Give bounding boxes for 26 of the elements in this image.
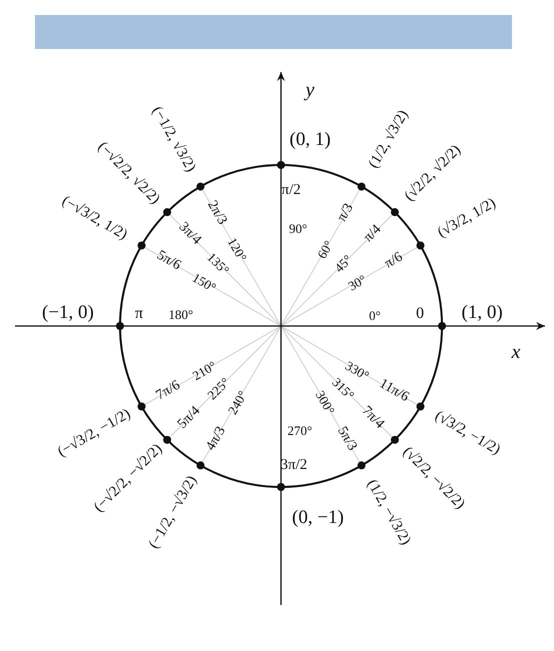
radian-label: π/4: [362, 222, 384, 246]
radian-label: π/6: [382, 250, 405, 272]
radian-label: π/3: [335, 202, 357, 225]
coordinate-label: (0, 1): [290, 130, 331, 148]
radian-label: 7π/4: [359, 404, 387, 432]
axis-label: y: [306, 80, 314, 100]
degree-label: 270°: [288, 424, 312, 436]
coordinate-label: (0, −1): [292, 508, 344, 526]
coordinate-label: (√3/2, −1/2): [432, 408, 502, 458]
degree-label: 0°: [369, 308, 381, 322]
radian-label: 0: [416, 306, 424, 322]
radian-label: 7π/6: [154, 378, 183, 404]
radian-label: 4π/3: [204, 424, 228, 453]
radian-label: 3π/2: [280, 458, 308, 472]
axis-label: x: [512, 342, 520, 362]
coordinate-label: (1, 0): [462, 302, 503, 322]
radian-label: 5π/4: [175, 404, 203, 432]
degree-label: 90°: [289, 222, 308, 234]
coordinate-label: (√3/2, 1/2): [436, 196, 499, 241]
coordinate-label: (−1, 0): [42, 302, 94, 322]
radian-label: 3π/4: [175, 220, 203, 248]
radian-label: 11π/6: [376, 377, 411, 405]
radian-label: 5π/6: [154, 248, 183, 274]
degree-label: 180°: [168, 308, 194, 320]
radian-label: π: [135, 306, 144, 322]
radian-label: π/2: [282, 182, 301, 198]
